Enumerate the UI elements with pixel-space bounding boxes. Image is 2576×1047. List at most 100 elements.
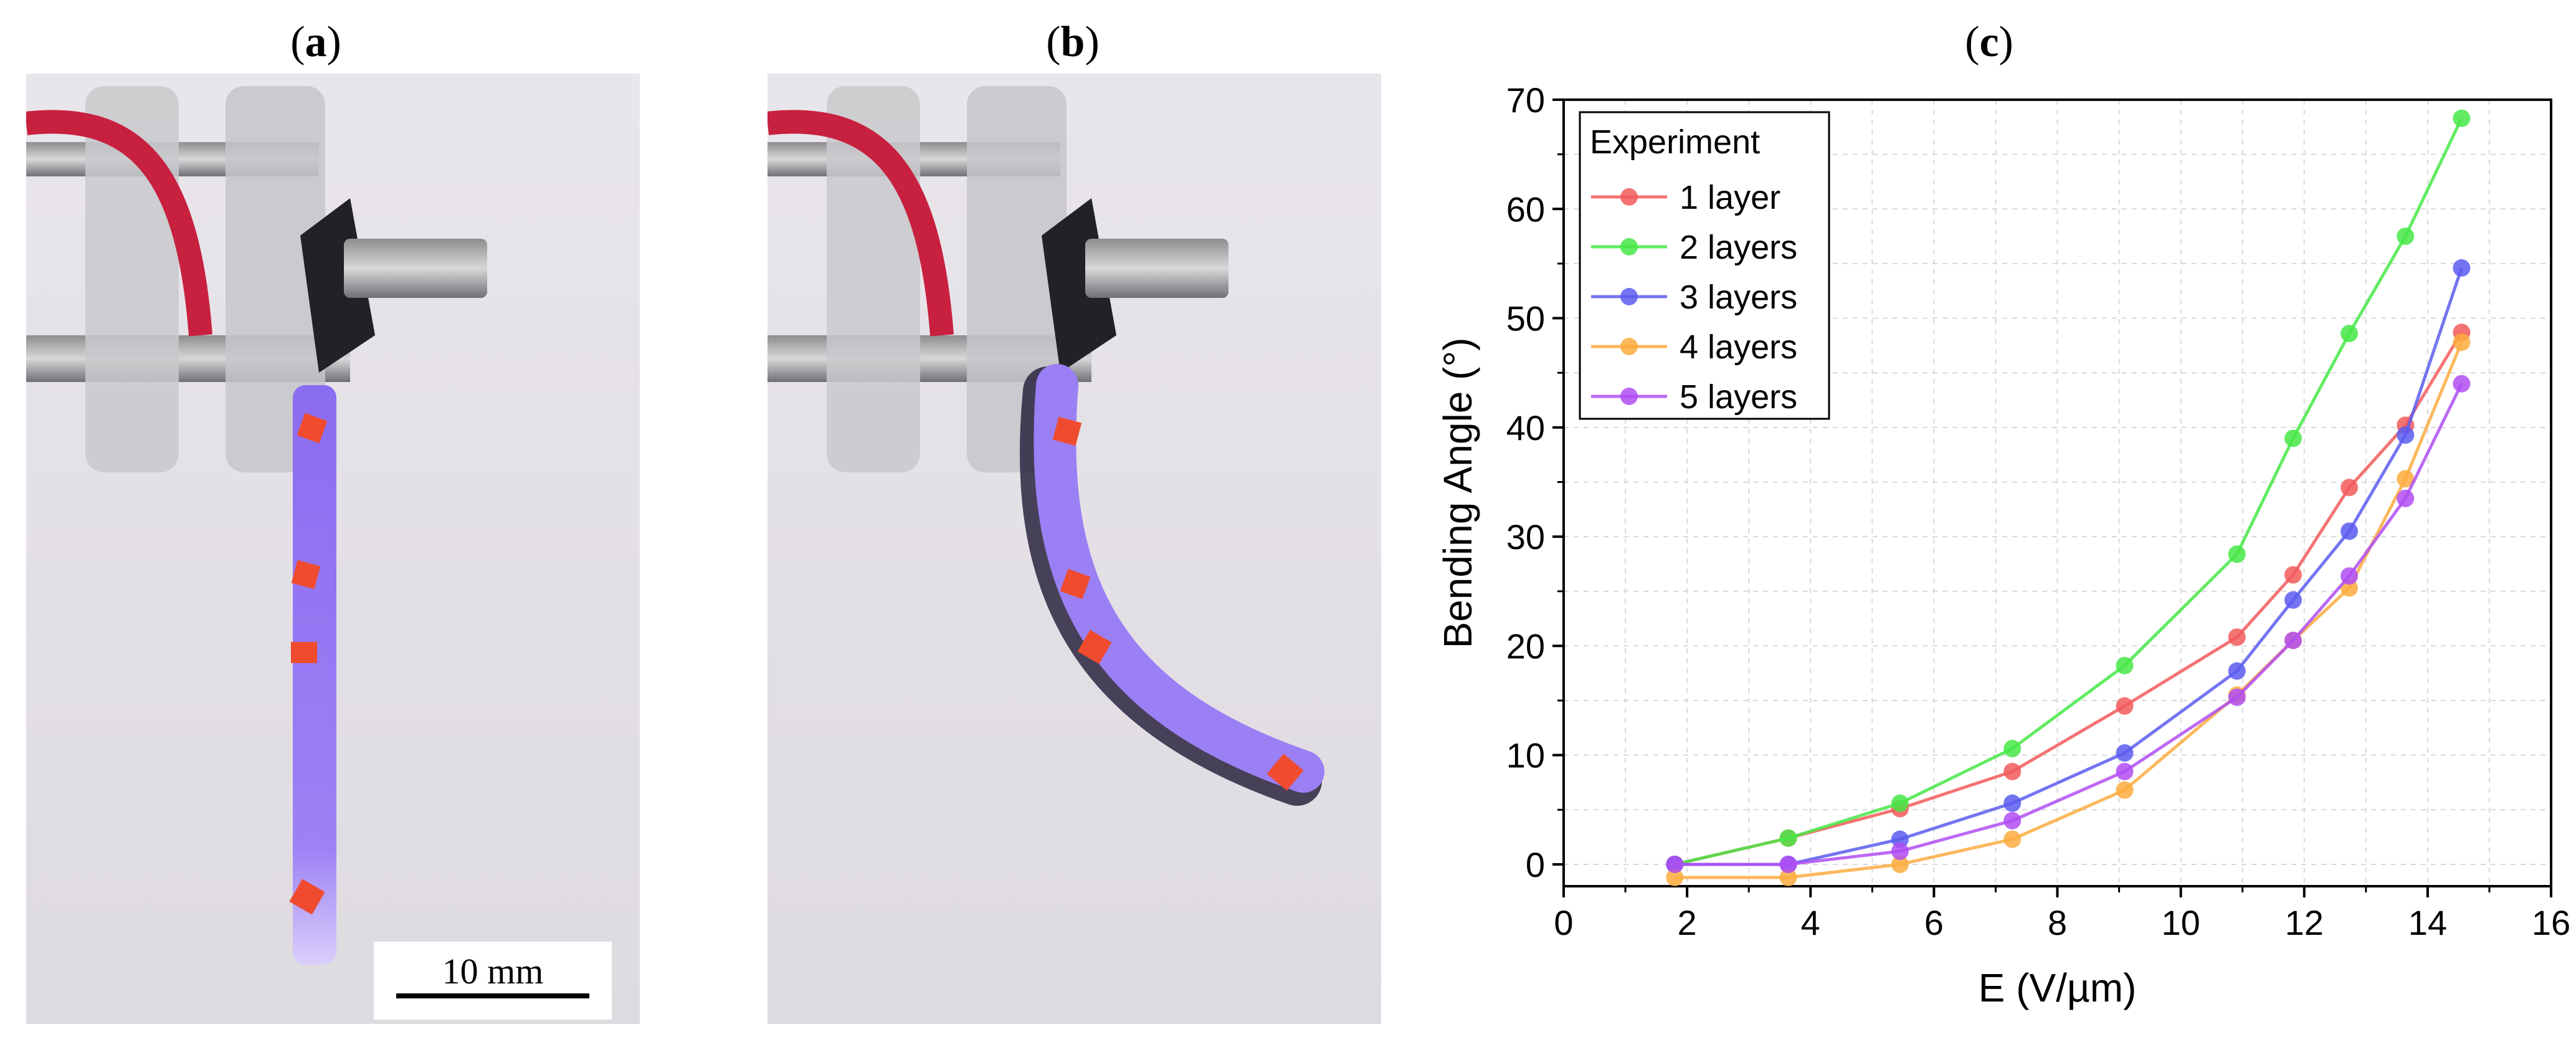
scale-bar: 10 mm bbox=[374, 942, 612, 1020]
photo-straight-actuator: 10 mm bbox=[26, 74, 640, 1024]
data-point-4-layers bbox=[2116, 781, 2134, 799]
data-point-2-layers bbox=[2228, 545, 2246, 563]
scale-bar-line bbox=[396, 993, 589, 998]
marker-2 bbox=[291, 560, 321, 590]
x-tick-label: 6 bbox=[1924, 903, 1944, 942]
y-tick-label: 0 bbox=[1526, 845, 1545, 884]
data-point-5-layers bbox=[2116, 762, 2134, 780]
data-point-2-layers bbox=[2341, 325, 2359, 343]
data-point-4-layers bbox=[1666, 868, 1684, 886]
data-point-1-layer bbox=[2116, 697, 2134, 715]
data-point-4-layers bbox=[2003, 830, 2022, 848]
data-point-5-layers bbox=[1891, 842, 1909, 860]
panel-letter-b: b bbox=[1060, 18, 1085, 66]
legend-label: 5 layers bbox=[1680, 378, 1797, 416]
series-line-2-layers bbox=[1674, 117, 2463, 866]
data-point-1-layer bbox=[2284, 566, 2302, 584]
metal-rod bbox=[1085, 239, 1229, 298]
data-point-3-layers bbox=[2341, 522, 2359, 540]
panel-label-a: (a) bbox=[290, 18, 341, 66]
legend-label: 4 layers bbox=[1680, 328, 1797, 366]
clamp-block-right bbox=[226, 86, 325, 472]
marker-1 bbox=[1052, 416, 1082, 446]
scale-bar-label: 10 mm bbox=[442, 951, 544, 992]
legend-swatch-marker bbox=[1620, 238, 1638, 256]
data-point-2-layers bbox=[1891, 794, 1909, 812]
panel-letter-c: c bbox=[1979, 18, 1999, 66]
legend-label: 3 layers bbox=[1680, 279, 1797, 316]
data-point-4-layers bbox=[2453, 333, 2471, 351]
x-tick-label: 16 bbox=[2532, 903, 2570, 942]
panel-label-b: (b) bbox=[1046, 18, 1100, 66]
legend-box bbox=[1579, 111, 1830, 420]
axis-ticks: 0 2 4 6 8 10 12 14 16 0 10 20 30 40 50 60 70 bbox=[1506, 80, 2570, 942]
marker-4 bbox=[289, 879, 325, 915]
data-point-4-layers bbox=[1891, 855, 1909, 873]
data-point-2-layers bbox=[2116, 656, 2134, 674]
data-point-5-layers bbox=[2341, 567, 2359, 585]
data-point-1-layer bbox=[2228, 628, 2246, 646]
red-wire bbox=[768, 110, 954, 337]
legend-swatch-marker bbox=[1620, 388, 1638, 405]
x-tick-label: 0 bbox=[1554, 903, 1573, 942]
x-tick-label: 8 bbox=[2048, 903, 2067, 942]
data-point-2-layers bbox=[2397, 227, 2415, 246]
data-point-5-layers bbox=[2453, 375, 2471, 393]
y-tick-label: 60 bbox=[1506, 189, 1545, 229]
series-line-4-layers bbox=[1675, 342, 2463, 879]
marker-4 bbox=[1267, 753, 1304, 791]
y-tick-label: 30 bbox=[1506, 517, 1545, 557]
legend-swatch-marker bbox=[1620, 188, 1638, 206]
data-point-2-layers bbox=[2453, 109, 2471, 127]
x-tick-label: 4 bbox=[1801, 903, 1820, 942]
data-point-2-layers bbox=[2003, 740, 2022, 758]
data-point-5-layers bbox=[1779, 855, 1797, 873]
data-point-2-layers bbox=[1779, 829, 1797, 847]
panel-letter-a: a bbox=[305, 18, 327, 66]
photo-straight-illustration bbox=[26, 86, 487, 965]
data-point-5-layers bbox=[2397, 489, 2415, 507]
legend-label: 1 layer bbox=[1680, 179, 1780, 216]
x-tick-label: 10 bbox=[2161, 903, 2200, 942]
data-point-5-layers bbox=[2003, 811, 2022, 829]
data-point-3-layers bbox=[2116, 744, 2134, 762]
data-point-1-layer bbox=[2341, 479, 2359, 497]
x-tick-label: 2 bbox=[1678, 903, 1697, 942]
panel-label-c: (c) bbox=[1965, 18, 2013, 66]
photo-bent-illustration bbox=[768, 86, 1324, 806]
data-point-3-layers bbox=[2397, 426, 2415, 444]
marker-2 bbox=[1060, 568, 1091, 600]
data-point-4-layers bbox=[1779, 868, 1797, 886]
marker-3 bbox=[1077, 629, 1112, 664]
data-point-4-layers bbox=[2341, 579, 2359, 597]
legend-swatch-marker bbox=[1620, 288, 1638, 305]
legend-swatch-marker bbox=[1620, 338, 1638, 355]
red-wire bbox=[26, 110, 212, 337]
data-point-1-layer bbox=[2003, 762, 2022, 780]
series-line-3-layers bbox=[1675, 267, 2463, 866]
data-point-2-layers bbox=[2284, 429, 2302, 447]
photo-bent-actuator bbox=[768, 74, 1381, 1024]
x-axis-title: E (V/µm) bbox=[1979, 965, 2137, 1010]
y-tick-label: 40 bbox=[1506, 408, 1545, 447]
x-tick-label: 12 bbox=[2285, 903, 2324, 942]
data-point-5-layers bbox=[1666, 855, 1684, 873]
data-point-4-layers bbox=[2397, 470, 2415, 488]
y-tick-label: 70 bbox=[1506, 80, 1545, 120]
x-tick-label: 14 bbox=[2408, 903, 2447, 942]
data-point-3-layers bbox=[2228, 662, 2246, 680]
marker-3 bbox=[291, 642, 317, 663]
bending-angle-chart: 0 2 4 6 8 10 12 14 16 0 10 20 30 40 50 60 70 Experiment 1… bbox=[1435, 80, 2570, 1010]
data-point-5-layers bbox=[2284, 631, 2302, 649]
legend-title: Experiment bbox=[1590, 123, 1760, 161]
data-point-5-layers bbox=[2228, 688, 2246, 706]
y-tick-label: 20 bbox=[1506, 626, 1545, 666]
data-point-3-layers bbox=[2003, 794, 2022, 812]
data-point-3-layers bbox=[1891, 830, 1909, 848]
data-series bbox=[1666, 109, 2471, 886]
y-tick-label: 10 bbox=[1506, 736, 1545, 775]
y-tick-label: 50 bbox=[1506, 299, 1545, 338]
data-point-3-layers bbox=[2453, 259, 2471, 277]
y-axis-title: Bending Angle (°) bbox=[1435, 338, 1480, 649]
